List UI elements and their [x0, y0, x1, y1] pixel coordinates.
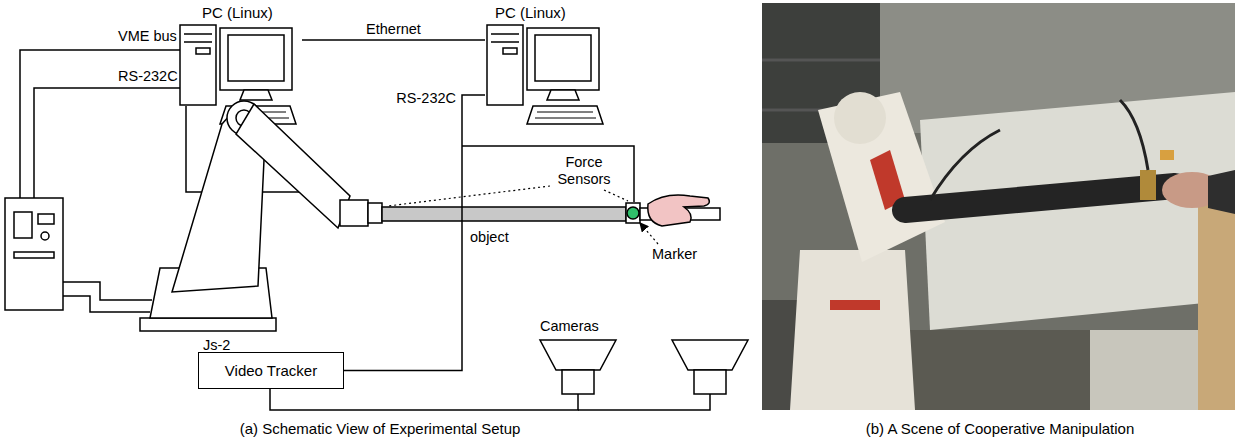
cable-connector [344, 95, 485, 371]
camera-label: Cameras [540, 318, 599, 335]
port-label: RS-232C [396, 90, 456, 107]
computer-heading: PC (Linux) [495, 4, 566, 21]
computer-node: PC (Linux) [178, 4, 302, 128]
object-label: object [470, 229, 509, 246]
sensor-label: Force Sensors [546, 154, 622, 188]
cable-connector [302, 39, 485, 41]
bus-label: VME bus [118, 28, 177, 45]
figure-caption: (b) A Scene of Cooperative Manipulation [750, 420, 1238, 437]
robot-label: Js-2 [203, 337, 230, 354]
computer-heading: PC (Linux) [202, 4, 273, 21]
marker-label: Marker [652, 246, 697, 263]
box-label: Video Tracker [225, 362, 317, 379]
figure-caption: (a) Schematic View of Experimental Setup [130, 420, 630, 437]
video-tracker-box: Video Tracker [198, 352, 344, 389]
computer-node: PC (Linux) [485, 4, 609, 128]
edge-label: Ethernet [366, 21, 421, 38]
port-label: RS-232C [118, 68, 178, 85]
